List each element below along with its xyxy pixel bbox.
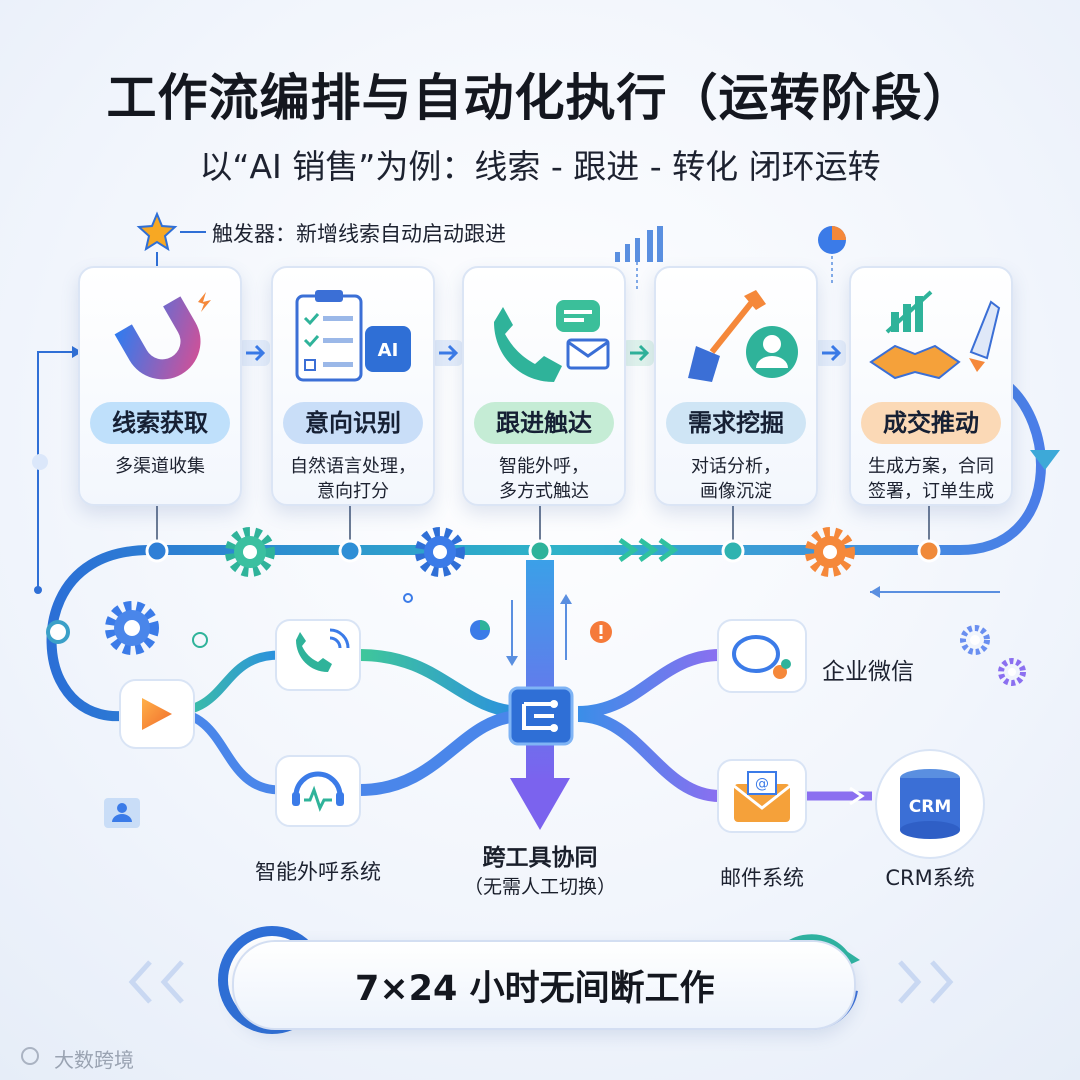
tool-flow-green-right bbox=[360, 655, 520, 712]
headset-wave-icon bbox=[276, 756, 360, 826]
stage-title: 跟进触达 bbox=[474, 402, 614, 444]
label-cross-tool-collab: 跨工具协同 bbox=[440, 838, 640, 872]
page-title: 工作流编排与自动化执行（运转阶段） bbox=[0, 58, 1080, 130]
stage-description-line: 签署，订单生成 bbox=[855, 479, 1007, 504]
ai-checklist-icon: AI bbox=[273, 282, 433, 392]
stage-description: 生成方案，合同 签署，订单生成 bbox=[855, 454, 1007, 504]
stage-description: 自然语言处理， 意向打分 bbox=[277, 454, 429, 504]
phone-message-icon bbox=[464, 282, 624, 392]
stage-description-line: 对话分析， bbox=[660, 454, 812, 479]
label-crm-system: CRM系统 bbox=[868, 862, 992, 892]
stage-card-needs-discovery: 需求挖掘 对话分析， 画像沉淀 bbox=[654, 266, 818, 506]
handshake-rocket-icon bbox=[851, 282, 1011, 392]
pie-chart-icon bbox=[818, 226, 846, 254]
left-loop-node bbox=[34, 586, 42, 594]
label-no-manual-switch: （无需人工切换） bbox=[440, 872, 640, 899]
label-smart-call-system: 智能外呼系统 bbox=[230, 856, 406, 886]
email-icon: @ bbox=[718, 760, 806, 832]
stage-description-line: 多渠道收集 bbox=[84, 454, 236, 479]
workflow-hub-icon bbox=[510, 688, 572, 744]
hub-stem bbox=[526, 560, 554, 780]
stage-title: 需求挖掘 bbox=[666, 402, 806, 444]
hub-side-arrow-head-icon bbox=[560, 594, 572, 604]
hub-side-arrow-head-icon bbox=[506, 656, 518, 666]
shovel-user-icon bbox=[656, 282, 816, 392]
svg-text:@: @ bbox=[755, 776, 769, 792]
stage-description: 多渠道收集 bbox=[84, 454, 236, 479]
crm-database-icon: CRM bbox=[876, 750, 984, 858]
pie-chart-icon bbox=[470, 620, 490, 640]
decor-dot bbox=[404, 594, 412, 602]
left-loop-line bbox=[38, 352, 72, 590]
svg-text:AI: AI bbox=[378, 340, 399, 361]
small-star-badge bbox=[32, 454, 48, 470]
tool-flow-mail bbox=[578, 716, 720, 796]
watermark-text: 大数跨境 bbox=[54, 1044, 134, 1073]
wechat-work-icon bbox=[718, 620, 806, 692]
stage-card-intent-recognition: AI 意向识别 自然语言处理， 意向打分 bbox=[271, 266, 435, 506]
always-on-text: 7×24 小时无间断工作 bbox=[355, 960, 775, 1011]
stage-description-line: 意向打分 bbox=[277, 479, 429, 504]
stage-description: 对话分析， 画像沉淀 bbox=[660, 454, 812, 504]
gear-icon bbox=[1001, 661, 1023, 683]
stage-description-line: 智能外呼， bbox=[468, 454, 620, 479]
stage-card-lead-acquisition: 线索获取 多渠道收集 bbox=[78, 266, 242, 506]
stage-title: 成交推动 bbox=[861, 402, 1001, 444]
footer-right-arrows bbox=[900, 962, 950, 1002]
stage-title: 线索获取 bbox=[90, 402, 230, 444]
svg-text:CRM: CRM bbox=[909, 797, 951, 817]
hub-arrow-head-icon bbox=[510, 778, 570, 830]
track-return-arrow-icon bbox=[1030, 450, 1060, 470]
label-wecom: 企业微信 bbox=[822, 652, 914, 686]
feedback-arrow-head-icon bbox=[870, 586, 880, 598]
stage-description-line: 多方式触达 bbox=[468, 479, 620, 504]
gear-icon bbox=[810, 532, 850, 572]
trigger-label: 触发器：新增线索自动启动跟进 bbox=[212, 218, 506, 248]
ai-play-box bbox=[120, 680, 194, 748]
label-mail-system: 邮件系统 bbox=[700, 862, 824, 892]
magnet-icon bbox=[80, 282, 240, 392]
gear-icon bbox=[110, 606, 154, 650]
phone-wave-icon bbox=[276, 620, 360, 690]
stage-title: 意向识别 bbox=[283, 402, 423, 444]
stage-description: 智能外呼， 多方式触达 bbox=[468, 454, 620, 504]
alert-icon bbox=[590, 621, 612, 643]
tool-flow-blue-right bbox=[360, 716, 520, 790]
footer-left-arrows bbox=[132, 962, 182, 1002]
bar-chart-icon bbox=[615, 226, 663, 262]
stage-card-deal-closing: 成交推动 生成方案，合同 签署，订单生成 bbox=[849, 266, 1013, 506]
gear-icon bbox=[963, 628, 987, 652]
watermark-logo-icon bbox=[22, 1048, 38, 1064]
tool-flow-wechat bbox=[578, 655, 720, 712]
stage-description-line: 生成方案，合同 bbox=[855, 454, 1007, 479]
star-icon bbox=[139, 214, 175, 249]
user-card-icon bbox=[104, 798, 140, 828]
gear-icon bbox=[230, 532, 270, 572]
gear-icon bbox=[420, 532, 460, 572]
stage-description-line: 画像沉淀 bbox=[660, 479, 812, 504]
decor-dot bbox=[193, 633, 207, 647]
stage-card-follow-up: 跟进触达 智能外呼， 多方式触达 bbox=[462, 266, 626, 506]
left-track-node bbox=[48, 622, 68, 642]
page-subtitle: 以“AI 销售”为例：线索 - 跟进 - 转化 闭环运转 bbox=[0, 140, 1080, 188]
stage-description-line: 自然语言处理， bbox=[277, 454, 429, 479]
